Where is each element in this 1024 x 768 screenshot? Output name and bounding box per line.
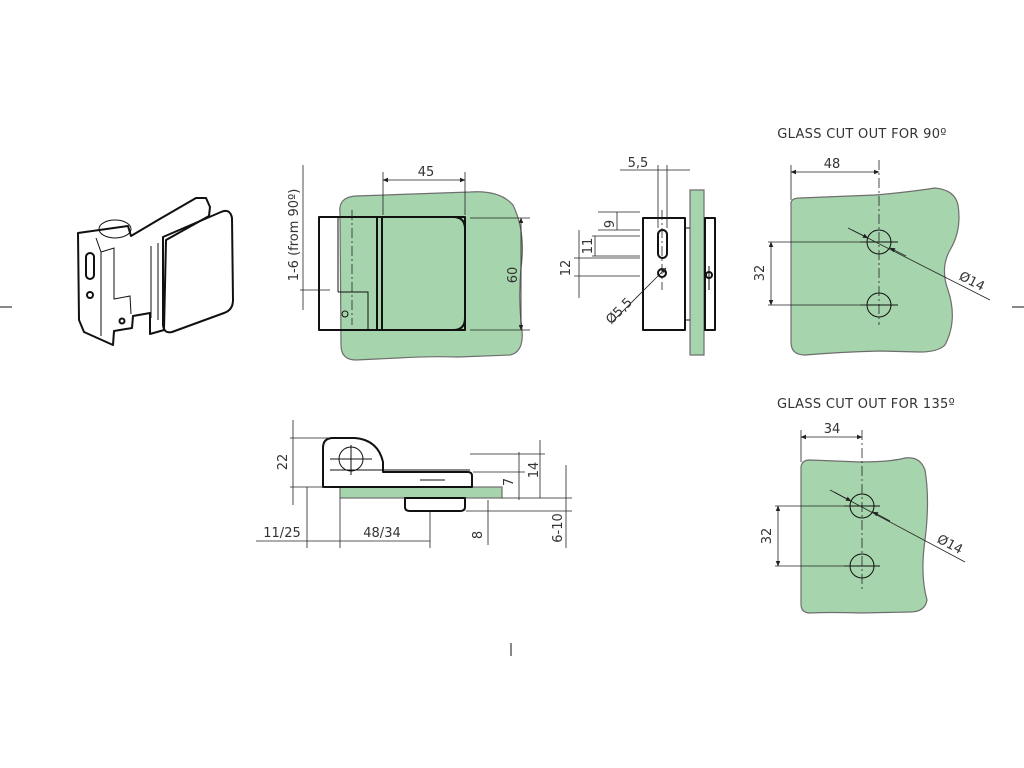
top-clamp-plate: [404, 497, 466, 512]
top-dim-7: 7: [502, 478, 517, 486]
top-dim-22: 22: [276, 454, 291, 471]
top-hinge-body: [322, 437, 473, 488]
side-dim-hole: Ø5,5: [603, 295, 635, 327]
side-glass: [689, 189, 705, 356]
iso-clamp-plate: [162, 209, 234, 334]
cut-90-glass: [790, 187, 960, 356]
side-view: 5,5 9 11 12 Ø5,5: [559, 156, 716, 356]
cut-135-dim-spacing: 32: [760, 528, 775, 545]
top-view: 22 14 7 6-10 8 11/25 48/34: [256, 420, 572, 548]
side-body: [642, 217, 686, 331]
cut-135-glass: [800, 457, 929, 614]
front-step: [338, 291, 369, 330]
top-dim-48-34: 48/34: [363, 526, 400, 541]
side-dim-top: 5,5: [628, 156, 649, 171]
cut-135-title: GLASS CUT OUT FOR 135º: [777, 397, 955, 412]
iso-hole-2: [118, 317, 126, 325]
front-dim-height: 60: [506, 267, 521, 284]
top-glass: [339, 486, 503, 499]
top-dim-11-25: 11/25: [263, 526, 300, 541]
cut-90-dim-width: 48: [824, 157, 841, 172]
cut-135-view: GLASS CUT OUT FOR 135º 34 32 Ø14: [760, 397, 966, 614]
side-slot: [657, 229, 668, 259]
cut-90-dim-spacing: 32: [753, 265, 768, 282]
side-dim-12: 12: [559, 260, 574, 277]
front-dim-width: 45: [418, 165, 435, 180]
side-clamp-plate: [704, 217, 716, 331]
iso-body: [77, 197, 211, 346]
iso-slot: [85, 252, 95, 280]
top-dim-14: 14: [527, 462, 542, 479]
iso-front-edges: [95, 237, 132, 315]
front-pin: [341, 310, 349, 318]
cut-90-title: GLASS CUT OUT FOR 90º: [777, 127, 946, 142]
side-dim-9: 9: [603, 220, 618, 228]
cut-90-view: GLASS CUT OUT FOR 90º 48 32 Ø14: [753, 127, 991, 356]
iso-hole: [86, 291, 94, 299]
front-clamp-plate: [381, 216, 466, 331]
front-dim-offset: 1-6 (from 90º): [287, 189, 302, 282]
side-screw: [705, 271, 713, 279]
front-view: 45 60 1-6 (from 90º): [287, 165, 530, 361]
isometric-view: [77, 197, 234, 346]
iso-barrel-top: [98, 219, 132, 239]
top-dim-8: 8: [471, 531, 486, 539]
side-dim-11: 11: [581, 238, 596, 255]
top-dim-6-10: 6-10: [551, 513, 566, 543]
cut-135-dim-width: 34: [824, 422, 841, 437]
